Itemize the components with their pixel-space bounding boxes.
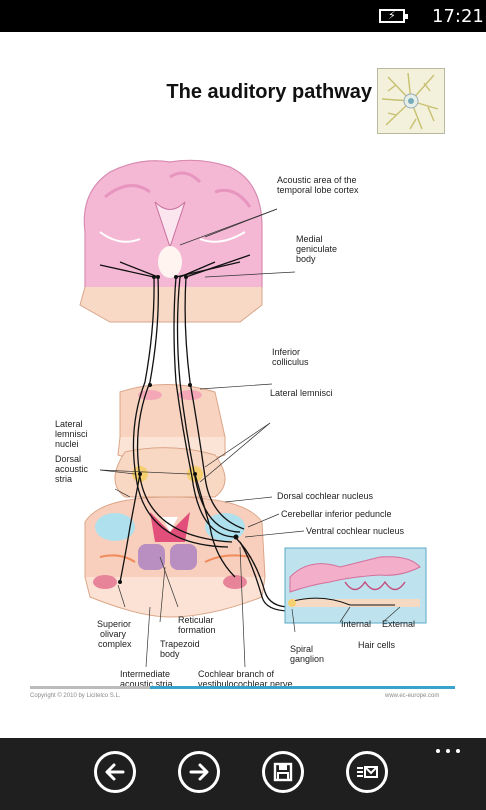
- auditory-pathway-diagram: [79, 159, 427, 668]
- cochlea-inset: [284, 547, 427, 624]
- label-acoustic-area: Acoustic area of the: [277, 175, 357, 185]
- label-dorsal-stria-1: Dorsal: [55, 454, 82, 464]
- label-medial-1: Medial: [296, 234, 323, 244]
- status-bar: ⚡ 17:21: [0, 0, 486, 32]
- back-arrow-icon: [105, 763, 125, 781]
- label-trapezoid-2: body: [160, 649, 180, 659]
- label-lat-lem-nuclei-2: lemnisci: [55, 429, 88, 439]
- leader-lines: [99, 208, 401, 668]
- share-email-icon: [357, 766, 378, 778]
- document-page[interactable]: The auditory pathway: [0, 32, 486, 738]
- label-superior-1: Superior: [97, 619, 132, 629]
- label-cochlear-branch-1: Cochlear branch of: [198, 669, 275, 679]
- pons-section: [114, 447, 226, 498]
- label-dorsal-stria-2: acoustic: [55, 464, 89, 474]
- label-acoustic-area-2: temporal lobe cortex: [277, 185, 359, 195]
- synapse-dots: [118, 275, 239, 584]
- footer-divider-gray: [30, 686, 150, 689]
- label-dorsal-stria-3: stria: [55, 474, 73, 484]
- copyright-text: Copyright © 2010 by Licitelco S.L.: [30, 693, 121, 699]
- label-spiral-2: ganglion: [290, 654, 325, 664]
- pathway-fibers: [99, 254, 291, 612]
- back-button[interactable]: [94, 751, 136, 793]
- label-medial-2: geniculate: [296, 244, 338, 254]
- clock: 17:21: [432, 6, 484, 27]
- label-dorsal-cochlear: Dorsal cochlear nucleus: [277, 491, 374, 501]
- save-button[interactable]: [262, 751, 304, 793]
- page-title: The auditory pathway: [166, 81, 372, 103]
- battery-charging-icon: ⚡: [379, 9, 408, 23]
- app-bar: [0, 738, 486, 810]
- label-cerebellar: Cerebellar inferior peduncle: [281, 509, 392, 519]
- label-superior-2: olivary: [100, 629, 127, 639]
- label-reticular-1: Reticular: [178, 615, 214, 625]
- label-reticular-2: formation: [178, 625, 216, 635]
- label-external: External: [382, 619, 416, 629]
- label-inferior-2: colliculus: [272, 357, 309, 367]
- label-superior-3: complex: [98, 639, 132, 649]
- label-ventral-cochlear: Ventral cochlear nucleus: [306, 526, 405, 536]
- cerebral-cortex: [79, 159, 263, 323]
- label-trapezoid-1: Trapezoid: [160, 639, 200, 649]
- neuron-thumbnail: [377, 68, 445, 134]
- label-intermediate-1: Intermediate: [120, 669, 171, 679]
- forward-arrow-icon: [189, 763, 209, 781]
- footer-divider-blue: [150, 686, 455, 689]
- forward-button[interactable]: [178, 751, 220, 793]
- label-hair-cells: Hair cells: [358, 640, 396, 650]
- label-cochlear-branch-2: vestibulocochlear nerve: [198, 679, 293, 689]
- label-intermediate-2: acoustic stria: [120, 679, 173, 689]
- label-lateral-lemnisci: Lateral lemnisci: [270, 388, 333, 398]
- label-spiral-1: Spiral: [290, 644, 314, 654]
- share-button[interactable]: [346, 751, 388, 793]
- label-inferior-1: Inferior: [272, 347, 301, 357]
- label-internal: Internal: [341, 619, 372, 629]
- more-dots-icon[interactable]: [432, 746, 472, 756]
- label-lat-lem-nuclei-1: Lateral: [55, 419, 83, 429]
- save-icon: [273, 762, 293, 782]
- label-lat-lem-nuclei-3: nuclei: [55, 439, 79, 449]
- website-text: www.ec-europe.com: [385, 693, 440, 699]
- label-medial-3: body: [296, 254, 316, 264]
